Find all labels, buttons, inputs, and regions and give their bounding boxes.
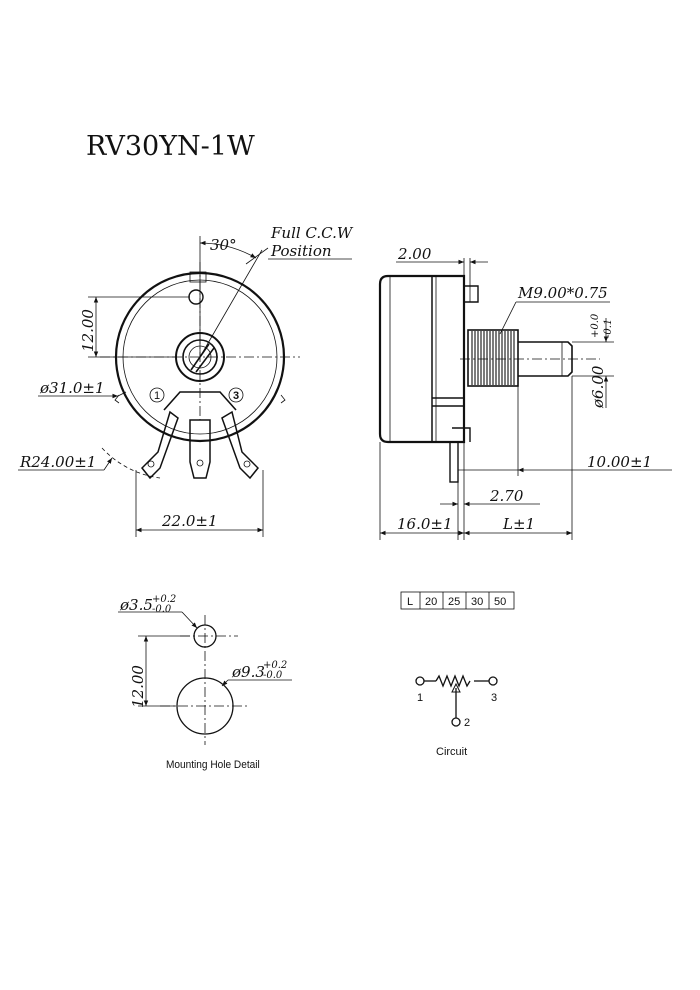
big-hole-tol-minus: -0.0 xyxy=(263,670,283,681)
big-hole-label: ø9.3 xyxy=(231,663,265,681)
table-header-L: L xyxy=(407,596,413,608)
dim-shaft-dia-label: ø6.00 xyxy=(589,365,607,409)
terminal-3-marker xyxy=(228,387,244,403)
circuit-label-3: 3 xyxy=(491,692,497,704)
table-cell-25: 25 xyxy=(448,596,460,608)
thread-lines xyxy=(471,331,515,385)
top-tab xyxy=(464,285,479,303)
length-table: L 20 25 30 50 xyxy=(400,591,515,610)
terminal-lug-1 xyxy=(140,410,179,480)
circuit-caption: Circuit xyxy=(436,746,467,758)
circuit-label-2: 2 xyxy=(464,717,470,729)
table-cell-30: 30 xyxy=(471,596,483,608)
resistor-zigzag xyxy=(435,674,471,688)
mount-spacing-label: 12.00 xyxy=(129,665,147,708)
big-hole-tol-plus: +0.2 xyxy=(263,660,287,671)
terminal-lug-2 xyxy=(189,419,211,479)
front-view: 30° Full C.C.W Position 1 3 12.00 xyxy=(18,224,354,537)
dim-flange-label: 2.00 xyxy=(397,245,432,263)
note-leader xyxy=(245,247,269,265)
dim-shaft-len-label: 10.00±1 xyxy=(587,453,652,471)
dim-body-label: 16.0±1 xyxy=(397,515,453,533)
circuit-pin-1 xyxy=(415,676,425,686)
thread-leader xyxy=(499,301,517,335)
dim-term-label: 2.70 xyxy=(489,487,524,505)
part-number-title: RV30YN-1W xyxy=(86,131,255,162)
angle-rot-line xyxy=(199,249,263,358)
dim-22-label: 22.0±1 xyxy=(161,512,218,530)
circuit-pin-3 xyxy=(488,676,498,686)
terminal-base xyxy=(163,391,237,411)
side-view: 2.00 M9.00*0.75 ø6.00 +0.0 -0.1 10.00±1 … xyxy=(378,245,672,540)
terminal-1-label: 1 xyxy=(154,390,160,402)
circuit-pin-2 xyxy=(451,717,461,727)
dim-12-label: 12.00 xyxy=(79,309,97,352)
radius-arc xyxy=(101,447,161,479)
terminal-1-marker xyxy=(149,387,165,403)
dim-shaft-tol-plus: +0.0 xyxy=(590,313,601,338)
dim-shaft-tol-minus: -0.1 xyxy=(603,319,614,338)
small-hole-tol-minus: -0.0 xyxy=(152,604,172,615)
side-terminal xyxy=(449,441,459,483)
dim-diameter-label: ø31.0±1 xyxy=(39,379,105,397)
small-hole-tol-plus: +0.2 xyxy=(152,594,176,605)
shaft-slot-b xyxy=(195,347,215,373)
table-cell-50: 50 xyxy=(494,596,506,608)
mounting-caption: Mounting Hole Detail xyxy=(166,759,260,771)
circuit-label-1: 1 xyxy=(417,692,423,704)
bushing xyxy=(467,329,519,387)
table-cell-20: 20 xyxy=(425,596,437,608)
angle-arc xyxy=(199,240,257,259)
mounting-hole-detail: 12.00 ø3.5 +0.2 -0.0 ø9.3 +0.2 -0.0 Moun… xyxy=(118,594,292,771)
circuit-diagram: 1 3 2 Circuit xyxy=(415,674,498,758)
dim-L-label: L±1 xyxy=(502,515,535,533)
note-line-2: Position xyxy=(270,242,332,260)
right-clip xyxy=(280,394,286,404)
angle-label: 30° xyxy=(210,236,237,254)
dim-radius-label: R24.00±1 xyxy=(19,453,96,471)
terminal-3-label: 3 xyxy=(233,390,239,402)
dim-thread-label: M9.00*0.75 xyxy=(517,284,608,302)
small-hole-label: ø3.5 xyxy=(119,596,153,614)
terminal-lug-3 xyxy=(221,410,260,480)
note-line-1: Full C.C.W xyxy=(270,224,354,242)
side-body xyxy=(378,274,466,444)
locating-hole xyxy=(188,289,204,305)
top-notch xyxy=(189,271,207,283)
